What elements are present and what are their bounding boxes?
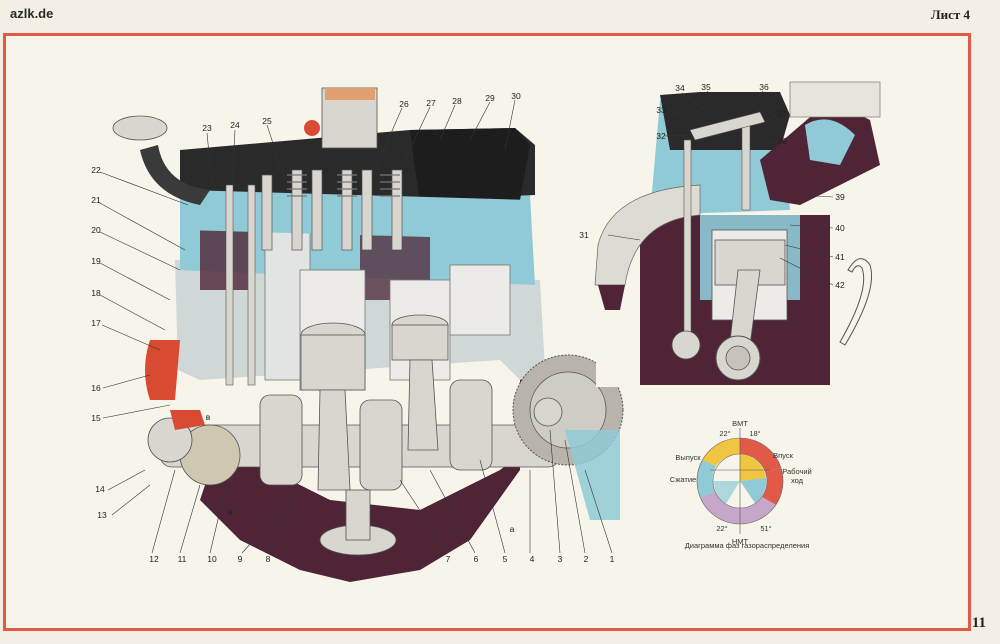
engine-label: 16 <box>91 383 101 393</box>
timing-angle-tl: 22° <box>719 429 730 438</box>
section-leader-lines <box>607 90 834 286</box>
engine-label: 13 <box>97 510 107 520</box>
engine-label: 27 <box>426 98 436 108</box>
engine-label: 3 <box>558 554 563 564</box>
engine-label: 29 <box>485 93 495 103</box>
engine-label: 30 <box>511 91 521 101</box>
section-label: 32 <box>656 131 666 141</box>
section-label: 41 <box>835 252 845 262</box>
engine-label: 22 <box>91 165 101 175</box>
section-label: 40 <box>835 223 845 233</box>
engine-label: 25 <box>262 116 272 126</box>
engine-label: 20 <box>91 225 101 235</box>
timing-compression: Сжатие <box>670 475 696 484</box>
engine-label: а <box>510 524 515 534</box>
sheet-label: Лист 4 <box>930 7 970 22</box>
engine-label: 26 <box>399 99 409 109</box>
section-label: 35 <box>701 82 711 92</box>
engine-label: 2 <box>584 554 589 564</box>
engine-label: 15 <box>91 413 101 423</box>
engine-label: 19 <box>91 256 101 266</box>
engine-label: 8 <box>266 554 271 564</box>
section-label: 38 <box>777 136 787 146</box>
engine-label: 10 <box>207 554 217 564</box>
engine-label: 21 <box>91 195 101 205</box>
engine-labels: 1 2 3 4 5 6 7 8 9 10 11 12 13 14 15 16 1… <box>91 91 614 564</box>
timing-power-line1: Рабочий <box>782 467 812 476</box>
section-label: 39 <box>835 192 845 202</box>
engine-label: 18 <box>91 288 101 298</box>
engine-label: в <box>206 412 211 422</box>
timing-top: ВМТ <box>732 419 748 428</box>
timing-intake: Впуск <box>773 451 793 460</box>
valve-timing-diagram: ВМТ НМТ 22° 18° 22° 51° Выпуск Впуск Раб… <box>670 419 812 550</box>
engine-label: 9 <box>238 554 243 564</box>
engine-label: 23 <box>202 123 212 133</box>
section-label: 34 <box>675 83 685 93</box>
engine-label: 1 <box>610 554 615 564</box>
site-watermark: azlk.de <box>10 6 54 21</box>
section-label: 42 <box>835 280 845 290</box>
engine-label: 11 <box>178 554 187 564</box>
page-number: 11 <box>971 615 986 631</box>
timing-angle-bl: 22° <box>716 524 727 533</box>
engine-label: 14 <box>95 484 105 494</box>
cross-section-view <box>594 81 881 387</box>
engine-label: 17 <box>91 318 101 328</box>
section-label: 31 <box>579 230 589 240</box>
section-label: 37 <box>777 109 787 119</box>
engine-cutaway <box>112 87 624 582</box>
engine-label: 5 <box>503 554 508 564</box>
timing-caption: Диаграмма фаз газораспределения <box>685 541 810 550</box>
section-label: 36 <box>759 82 769 92</box>
timing-angle-tr: 18° <box>749 429 760 438</box>
engine-label: 7 <box>446 554 451 564</box>
engine-label: в <box>228 507 233 517</box>
timing-bottom: НМТ <box>732 537 749 546</box>
section-labels: 31 32 33 34 35 36 37 38 39 40 41 42 <box>579 82 845 290</box>
engine-label: 4 <box>530 554 535 564</box>
engine-label: 12 <box>149 554 159 564</box>
engine-label: 6 <box>474 554 479 564</box>
timing-angle-br: 51° <box>760 524 771 533</box>
timing-power-line2: ход <box>791 476 804 485</box>
engine-label: 24 <box>230 120 240 130</box>
engine-label: 28 <box>452 96 462 106</box>
section-label: 33 <box>656 105 666 115</box>
engine-leader-lines <box>97 99 613 554</box>
timing-exhaust: Выпуск <box>675 453 701 462</box>
